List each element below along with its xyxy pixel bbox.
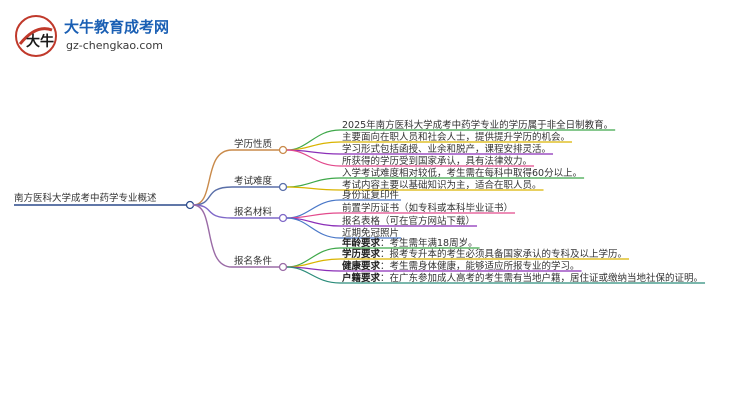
leaf-text: 学习形式包括函授、业余和脱产，课程安排灵活。 [342,143,551,155]
branch-label: 考试难度 [234,175,273,187]
logo-url: gz-chengkao.com [66,39,163,52]
logo-mark-icon: 大牛 [15,15,57,57]
leaf-bold-label: 健康要求 [342,260,381,272]
branch-connector [192,149,233,206]
leaf-text: 身份证复印件 [342,189,400,201]
leaf-detail: ：考生需年满18周岁。 [380,237,478,249]
branch-connector [192,186,233,206]
branch-node [278,182,288,192]
branch-node [278,213,288,223]
logo-title: 大牛教育成考网 [64,18,170,36]
branch-connector [192,204,233,219]
branch-connector [192,204,233,268]
leaf-text: 2025年南方医科大学成考中药学专业的学历属于非全日制教育。 [342,119,613,131]
branch-node [278,145,288,155]
root-node [185,200,195,210]
logo-mark-text: 大牛 [26,33,54,50]
leaf-bold-label: 户籍要求 [341,272,381,284]
leaf-connector [286,177,341,188]
leaf-text: 年龄要求：考生需年满18周岁。 [342,237,478,249]
leaf-text: 报名表格（可在官方网站下载） [342,215,475,227]
leaf-bold-label: 学历要求 [342,248,381,260]
leaf-connector [286,247,341,268]
leaf-text: 近期免冠照片 [342,227,399,239]
leaf-text: 主要面向在职人员和社会人士，提供提升学历的机会。 [342,131,570,143]
leaf-connector [286,266,341,284]
leaf-connector [286,129,341,151]
leaf-text: 学历要求：报考专升本的考生必须具备国家承认的专科及以上学历。 [342,248,627,260]
root-label: 南方医科大学成考中药学专业概述 [14,192,157,204]
leaf-connector [286,217,341,239]
leaf-connector [286,149,341,167]
leaf-detail: ：报考专升本的考生必须具备国家承认的专科及以上学历。 [380,248,627,260]
leaf-detail: ：在广东参加成人高考的考生需有当地户籍，居住证或缴纳当地社保的证明。 [380,272,703,284]
branch-label: 报名材料 [234,206,273,218]
leaf-text: 入学考试难度相对较低，考生需在每科中取得60分以上。 [342,167,582,179]
leaf-text: 户籍要求：在广东参加成人高考的考生需有当地户籍，居住证或缴纳当地社保的证明。 [341,272,703,284]
branch-label: 学历性质 [234,138,273,150]
leaf-text: 考试内容主要以基础知识为主，适合在职人员。 [342,179,542,191]
branch-label: 报名条件 [234,255,273,267]
site-logo[interactable]: 大牛 大牛教育成考网 gz-chengkao.com [14,14,204,58]
leaf-text: 前置学历证书（如专科或本科毕业证书） [342,202,513,214]
leaf-text: 健康要求：考生需身体健康，能够适应所报专业的学习。 [342,260,580,272]
leaf-text: 所获得的学历受到国家承认，具有法律效力。 [342,155,532,167]
leaf-connector [286,212,341,219]
leaf-detail: ：考生需身体健康，能够适应所报专业的学习。 [380,260,580,272]
leaf-connector [286,186,341,191]
leaf-bold-label: 年龄要求 [342,237,381,249]
branch-node [278,262,288,272]
